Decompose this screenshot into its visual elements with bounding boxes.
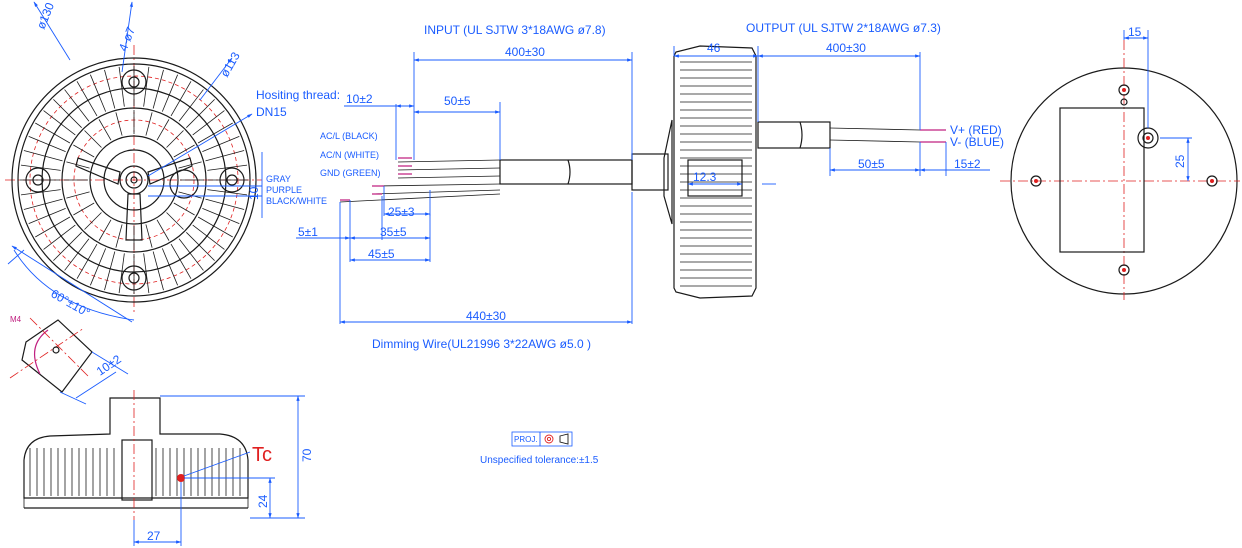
dim-hole-4: 4-ø7 xyxy=(116,25,138,53)
side-view xyxy=(23,390,305,546)
mounting-hole xyxy=(121,265,147,291)
dim-out-15: 15±2 xyxy=(954,157,981,171)
dim-d113: ø113 xyxy=(217,49,243,79)
detail-m4-label: M4 xyxy=(10,315,22,324)
dim-body-46: 46 xyxy=(707,41,721,55)
hoisting-label: Hositing thread: xyxy=(256,88,340,102)
dim-back-25: 25 xyxy=(1173,154,1187,168)
dim-side-70: 70 xyxy=(300,448,314,462)
dim-side-27: 27 xyxy=(147,529,161,543)
wiring-view xyxy=(296,45,990,324)
wire-purple-label: PURPLE xyxy=(266,185,302,195)
back-view xyxy=(1000,30,1240,300)
tc-point-label: Tc xyxy=(252,444,272,466)
dim-out-400: 400±30 xyxy=(826,41,866,55)
dim-out-50: 50±5 xyxy=(858,157,885,171)
mounting-hole xyxy=(121,69,147,95)
back-screw xyxy=(1118,264,1130,276)
dim-in-45: 45±5 xyxy=(368,247,395,261)
dim-ten: 10 xyxy=(247,186,261,200)
v-plus-label: V+ (RED) xyxy=(950,123,1002,137)
dim-depth-12: 12.3 xyxy=(693,170,717,184)
wire-gnd-label: GND (GREEN) xyxy=(320,168,381,178)
mounting-hole xyxy=(219,167,245,193)
detail-view xyxy=(9,317,129,405)
dim-in-5: 5±1 xyxy=(298,225,318,239)
front-view xyxy=(5,1,263,323)
wire-gray-label: GRAY xyxy=(266,174,291,184)
back-screw xyxy=(1030,175,1042,187)
dim-angle: 60°±10° xyxy=(49,286,93,320)
mounting-hole xyxy=(25,167,51,193)
dim-in-400: 400±30 xyxy=(505,45,545,59)
back-screw xyxy=(1118,84,1130,96)
projection-symbol xyxy=(511,431,573,447)
wire-acl-label: AC/L (BLACK) xyxy=(320,131,378,141)
back-screw xyxy=(1206,175,1218,187)
dim-back-15: 15 xyxy=(1128,25,1142,39)
wire-blackwhite-label: BLACK/WHITE xyxy=(266,196,327,206)
tolerance-note: Unspecified tolerance:±1.5 xyxy=(480,455,599,466)
wire-acn-label: AC/N (WHITE) xyxy=(320,150,379,160)
dim-in-50: 50±5 xyxy=(444,94,471,108)
hoisting-size: DN15 xyxy=(256,105,287,119)
input-cable-label: INPUT (UL SJTW 3*18AWG ø7.8) xyxy=(424,23,606,37)
dim-side-24: 24 xyxy=(256,494,270,508)
dim-in-25: 25±3 xyxy=(388,205,415,219)
output-cable-label: OUTPUT (UL SJTW 2*18AWG ø7.3) xyxy=(746,21,941,35)
proj-label: PROJ. xyxy=(514,435,538,444)
hoist-point xyxy=(1137,127,1159,149)
dim-in-35: 35±5 xyxy=(380,225,407,239)
v-minus-label: V- (BLUE) xyxy=(950,135,1004,149)
dim-d130: ø130 xyxy=(34,0,57,31)
dim-ten-pm2: 10±2 xyxy=(346,92,373,106)
dimming-wire-label: Dimming Wire(UL21996 3*22AWG ø5.0 ) xyxy=(372,337,591,351)
side-fin-stack xyxy=(673,45,757,299)
dim-in-440: 440±30 xyxy=(466,309,506,323)
